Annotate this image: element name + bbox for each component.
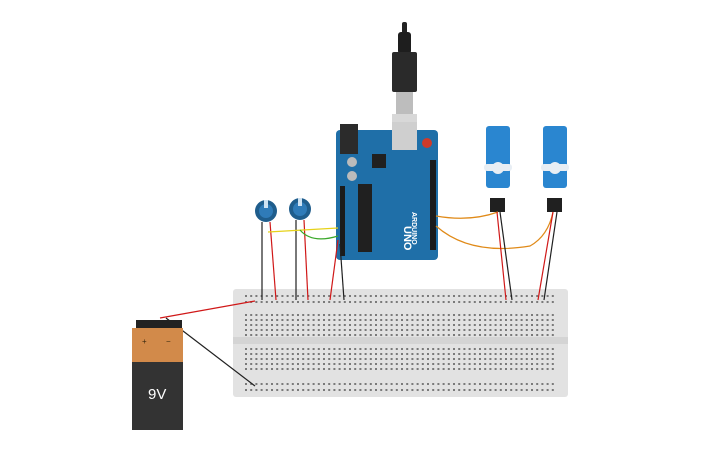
- battery-label: 9V: [148, 386, 166, 403]
- potentiometer-2[interactable]: [289, 198, 311, 220]
- wires: [159, 211, 558, 387]
- arduino-model: UNO: [401, 226, 413, 251]
- arduino-uno-board[interactable]: ARDUINO UNO: [336, 122, 438, 260]
- battery-9v[interactable]: + − 9V: [132, 320, 183, 430]
- battery-minus: −: [166, 337, 171, 346]
- servo-motor-2[interactable]: [541, 126, 569, 212]
- breadboard[interactable]: [233, 289, 568, 397]
- servo-motor-1[interactable]: [484, 126, 512, 212]
- battery-plus: +: [142, 337, 147, 346]
- breadboard-holes: [245, 295, 554, 391]
- arduino-brand: ARDUINO: [410, 212, 417, 245]
- potentiometer-1[interactable]: [255, 200, 277, 222]
